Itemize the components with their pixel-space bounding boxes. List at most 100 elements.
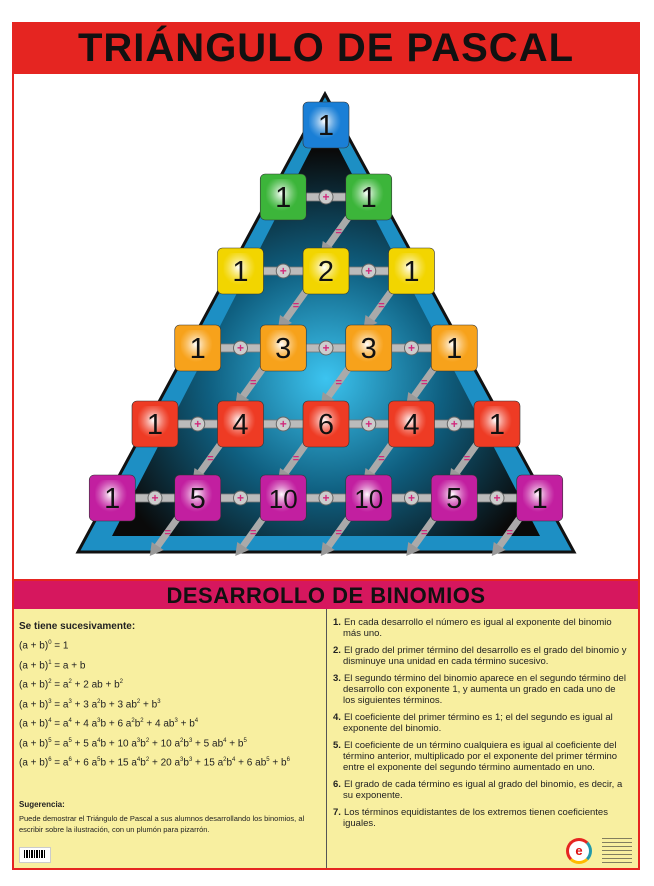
rule-number: 1. [333, 617, 341, 628]
coefficient-value: 1 [403, 256, 419, 288]
plus-circle-icon [318, 490, 334, 506]
equation-text: + 10 a [149, 737, 181, 749]
equals-icon: = [293, 300, 299, 312]
subtitle-banner: DESARROLLO DE BINOMIOS [12, 579, 640, 611]
exponent: 2 [145, 757, 150, 763]
exponent: 6 [286, 757, 290, 763]
exponent: 5 [97, 757, 101, 763]
sum-arrow [410, 514, 438, 550]
suggestion: Sugerencia: Puede demostrar el Triángulo… [19, 799, 319, 835]
coefficient-box-face [437, 480, 472, 516]
plus-icon: + [322, 190, 329, 204]
plus-icon: + [322, 341, 329, 355]
sum-arrow [239, 514, 267, 550]
coefficient-value: 4 [232, 409, 248, 441]
poster-subtitle: DESARROLLO DE BINOMIOS [166, 583, 486, 608]
exponent: 4 [223, 737, 227, 744]
coefficient-value: 1 [147, 409, 163, 441]
publisher-logo: e [566, 838, 592, 864]
coefficient-box-face [138, 406, 172, 442]
exponent: 3 [97, 718, 101, 724]
exponent: 3 [68, 698, 72, 705]
coefficient-value: 1 [361, 182, 377, 214]
rule-item: 3.El segundo término del binomio aparece… [333, 673, 630, 706]
exponent: 3 [174, 718, 178, 724]
plus-icon: + [322, 491, 329, 505]
equation-text: + 20 a [149, 757, 181, 769]
equation-text: + 3 a [71, 698, 98, 710]
plus-icon: + [451, 417, 458, 431]
coefficient-box-face [180, 480, 215, 516]
plus-circle-icon [233, 490, 248, 506]
exponent: 4 [232, 757, 236, 763]
sum-arrow [197, 440, 224, 476]
rule-text: El coeficiente de un término cualquiera … [343, 740, 618, 773]
equation-text: = a [51, 698, 69, 710]
exponent: 6 [48, 757, 52, 763]
plus-circle-icon [404, 490, 419, 506]
coefficient-box-face [223, 406, 258, 442]
equation-list: (a + b)0 = 1(a + b)1 = a + b(a + b)2 = a… [19, 640, 321, 777]
sum-arrow [325, 213, 353, 249]
exponent: 2 [136, 698, 141, 705]
rule-number: 4. [333, 712, 341, 723]
exponent: 3 [188, 757, 193, 763]
coefficient-box-face [180, 330, 215, 366]
coefficient-box-face [266, 179, 301, 215]
plus-icon: + [280, 417, 287, 431]
plus-circle-icon [190, 416, 206, 432]
plus-circle-icon [361, 416, 377, 432]
binomial-equation: (a + b)6 = a6 + 6 a5b + 15 a4b2 + 20 a3b… [19, 757, 321, 777]
binomial-equation: (a + b)3 = a3 + 3 a2b + 3 ab2 + b3 [19, 699, 321, 719]
plus-circle-icon [233, 340, 248, 356]
equation-text: b + 6 a [100, 718, 132, 730]
equation-text: + b [177, 718, 195, 730]
exponent: 2 [119, 679, 124, 685]
exponent: 2 [97, 698, 101, 705]
equation-text: (a + b) [19, 659, 49, 671]
arrow-head-icon [491, 542, 506, 556]
rule-number: 7. [333, 807, 341, 818]
rules-panel: 1.En cada desarrollo el número es igual … [327, 609, 638, 868]
sum-arrow [282, 287, 310, 323]
coefficient-box-face [95, 480, 130, 516]
equation-text: + 15 a [192, 757, 224, 769]
arrow-head-icon [320, 542, 335, 556]
coefficient-value: 5 [190, 483, 206, 515]
equation-text: = a [51, 757, 69, 769]
plus-icon: + [408, 491, 415, 505]
equation-text: = a [51, 737, 69, 749]
exponent: 2 [145, 737, 150, 744]
coefficient-value: 3 [361, 333, 377, 365]
equation-text: (a + b) [19, 737, 49, 749]
equation-text: + b [269, 757, 287, 769]
sum-arrow [453, 440, 481, 476]
plus-circle-icon [275, 416, 291, 432]
coefficient-box-face [351, 330, 386, 366]
plus-icon: + [408, 341, 415, 355]
coefficient-box-face [266, 480, 301, 516]
equation-text: + 4 a [71, 718, 98, 730]
binomial-equation: (a + b)5 = a5 + 5 a4b + 10 a3b2 + 10 a2b… [19, 738, 321, 758]
coefficient-box-face [309, 406, 343, 442]
equals-icon: = [378, 300, 384, 312]
rule-text: Los términos equidistantes de los extrem… [343, 807, 608, 829]
exponent: 4 [194, 718, 199, 724]
plus-icon: + [365, 417, 372, 431]
equation-text: = 1 [51, 640, 69, 652]
sum-arrow [325, 364, 353, 400]
rule-item: 4.El coeficiente del primer término es 1… [333, 712, 630, 734]
suggestion-heading: Sugerencia: [19, 800, 65, 809]
rule-item: 1.En cada desarrollo el número es igual … [333, 617, 630, 639]
equation-text: (a + b) [19, 718, 49, 730]
arrow-head-icon [406, 542, 421, 556]
equals-icon: = [293, 453, 299, 465]
equation-text: b [140, 737, 146, 749]
coefficient-value: 1 [190, 333, 206, 365]
equation-text: + 4 ab [143, 718, 175, 730]
equation-text: (a + b) [19, 640, 49, 652]
plus-circle-icon [361, 263, 377, 279]
coefficient-box-face [351, 480, 386, 516]
rule-text: En cada desarrollo el número es igual al… [343, 617, 612, 639]
plus-circle-icon [147, 490, 163, 506]
